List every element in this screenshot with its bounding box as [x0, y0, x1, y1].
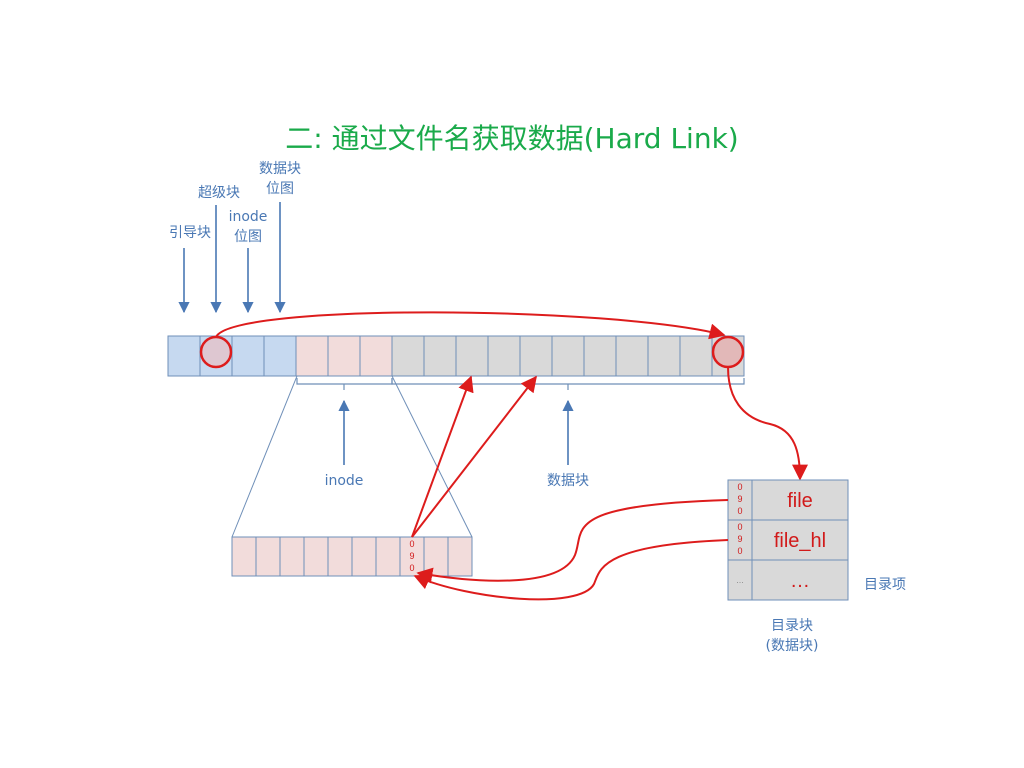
dir-block-to-table-arrow: [727, 366, 808, 481]
super-block-label: 超级块: [198, 185, 240, 201]
inode-label: inode: [325, 473, 364, 489]
dir-entry-pointer-digit: 0: [737, 546, 742, 556]
dir-entry-pointer-digit: 0: [737, 506, 742, 516]
data-bitmap-cell: [263, 335, 297, 377]
zoom-line-right: [391, 375, 473, 538]
data-block-brace: [391, 378, 745, 390]
dir-name-cell: [751, 559, 849, 601]
dir-entry-pointer-digit: 9: [737, 534, 742, 544]
data-block-label: 数据块: [547, 473, 589, 489]
inode-pointer-digit: 0: [409, 563, 414, 573]
dir-block-label-line1: 目录块: [771, 618, 813, 634]
data-block-cell: [391, 335, 425, 377]
data-block-cell: [423, 335, 457, 377]
super-block-highlight: [199, 335, 233, 369]
dir-entry-pointer-ellipsis: …: [736, 576, 744, 585]
page-title: 二: 通过文件名获取数据(Hard Link): [285, 122, 738, 155]
inode-field-cell: [423, 536, 449, 577]
dir-entry-name: file_hl: [774, 530, 826, 552]
inode-to-data-arrow-2: [411, 375, 537, 538]
dir-entry-name: file: [787, 490, 813, 512]
dir-entry-label: 目录项: [864, 577, 906, 593]
inode-table-cell: [295, 335, 329, 377]
data-block-cell: [455, 335, 489, 377]
data-bitmap-label-line2: 位图: [266, 181, 294, 197]
inode-field-cell: [303, 536, 329, 577]
inode-field-cell: [279, 536, 305, 577]
inode-table-cell: [359, 335, 393, 377]
inode-field-cell: [327, 536, 353, 577]
super-block-to-dir-arrow: [215, 311, 726, 340]
inode-bitmap-cell: [231, 335, 265, 377]
inode-table-cell: [327, 335, 361, 377]
dir-entry-pointer-digit: 0: [737, 482, 742, 492]
inode-field-cell: [351, 536, 377, 577]
disk-layout-row: [167, 335, 745, 377]
inode-pointer-digit: 0: [409, 539, 414, 549]
inode-field-cell: [255, 536, 281, 577]
dir-name-cell: [751, 519, 849, 561]
inode-bitmap-label-line1: inode: [229, 209, 268, 225]
inode-field-cell: [375, 536, 401, 577]
file-to-inode-arrow: [416, 499, 729, 584]
inode-pointer-digit: 9: [409, 551, 414, 561]
inode-field-cell: [447, 536, 473, 577]
inode-to-data-arrow-1: [411, 375, 474, 538]
data-block-cell: [519, 335, 553, 377]
directory-table: 0 9 0 file 0 9 0 file_hl … …: [727, 479, 849, 601]
dir-entry-ellipsis: …: [790, 570, 810, 592]
dir-entry-pointer-digit: 9: [737, 494, 742, 504]
data-block-cell: [487, 335, 521, 377]
zoom-line-left: [231, 375, 298, 538]
data-block-cell: [679, 335, 713, 377]
inode-bitmap-label-line2: 位图: [234, 229, 262, 245]
inode-detail-row: 0 9 0: [231, 536, 473, 577]
file-hl-to-inode-arrow: [413, 539, 729, 601]
data-block-cell: [551, 335, 585, 377]
dir-name-cell: [751, 479, 849, 521]
data-block-cell: [647, 335, 681, 377]
data-bitmap-label-line1: 数据块: [259, 161, 301, 177]
dir-entry-pointer-digit: 0: [737, 522, 742, 532]
dir-block-highlight: [711, 335, 745, 369]
dir-block-label-line2: (数据块): [766, 638, 819, 654]
data-block-cell: [615, 335, 649, 377]
inode-field-cell: [231, 536, 257, 577]
data-block-cell: [583, 335, 617, 377]
boot-block-label: 引导块: [169, 225, 211, 241]
boot-block-cell: [167, 335, 201, 377]
dir-pointer-cell: [727, 519, 753, 561]
inode-brace: [296, 378, 393, 390]
